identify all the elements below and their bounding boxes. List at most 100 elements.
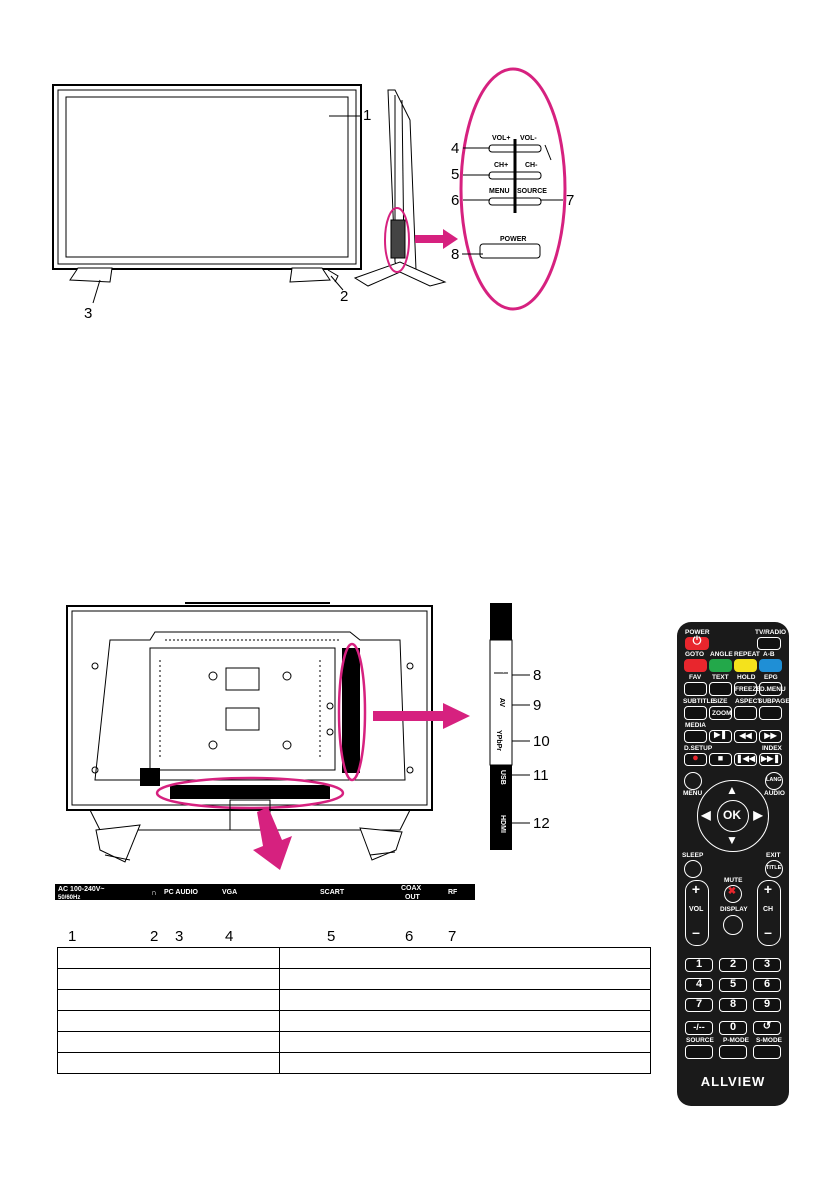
record-icon: ●	[692, 752, 699, 764]
tv-radio-label: TV/RADIO	[755, 629, 787, 636]
hold-button[interactable]	[734, 682, 757, 696]
sleep-button[interactable]	[684, 860, 702, 878]
coax-out-label: OUT	[405, 894, 420, 901]
aspect-button[interactable]	[734, 706, 757, 720]
table-cell	[279, 1010, 651, 1032]
play-pause-button[interactable]	[709, 730, 732, 743]
digit-0-button[interactable]	[719, 1021, 747, 1035]
digit-3-button[interactable]	[753, 958, 781, 972]
table-cell	[57, 947, 280, 969]
subtitle-button[interactable]	[684, 706, 707, 720]
digit-7-button[interactable]	[685, 998, 713, 1012]
fav-button[interactable]	[684, 682, 707, 696]
size-label: SIZE	[713, 698, 728, 705]
digit-2-button[interactable]	[719, 958, 747, 972]
lang-button[interactable]	[765, 772, 783, 790]
side-callout-10: 10	[533, 733, 550, 750]
table-row	[57, 1052, 651, 1074]
ch-rocker[interactable]	[757, 880, 781, 946]
freeze-label: FREEZE	[735, 686, 761, 693]
stop-button[interactable]	[709, 753, 732, 766]
power-button[interactable]	[685, 637, 709, 650]
port-description-table	[57, 947, 651, 1074]
table-cell	[57, 1031, 280, 1053]
menu-label: MENU	[683, 790, 703, 797]
arrow-right-icon[interactable]: ▶	[753, 808, 763, 822]
front-callout-7: 7	[566, 192, 575, 209]
vol-plus-label: VOL+	[492, 135, 511, 142]
title-label: TITLE	[766, 865, 782, 871]
bottom-callout-5: 5	[327, 928, 336, 945]
vol-rocker[interactable]	[685, 880, 709, 946]
tv-radio-button[interactable]	[757, 637, 781, 650]
ypbpr-port-label: YPbPr	[495, 729, 503, 752]
text-button[interactable]	[709, 682, 732, 696]
epg-button[interactable]	[759, 682, 782, 696]
media-label: MEDIA	[685, 722, 706, 729]
exit-button[interactable]	[765, 860, 783, 878]
media-button[interactable]	[684, 730, 707, 743]
blue-button[interactable]	[759, 659, 782, 672]
digit-2-label: 2	[729, 958, 737, 970]
arrow-left-icon[interactable]: ◀	[701, 808, 711, 822]
goto-label: GOTO	[685, 651, 705, 658]
bottom-callout-1: 1	[68, 928, 77, 945]
next-button[interactable]	[759, 753, 782, 766]
digit-5-label: 5	[729, 978, 737, 990]
red-button[interactable]	[684, 659, 707, 672]
table-cell	[57, 968, 280, 990]
arrow-up-icon[interactable]: ▲	[726, 783, 738, 797]
bottom-callout-7: 7	[448, 928, 457, 945]
digit-8-button[interactable]	[719, 998, 747, 1012]
digit-1-button[interactable]	[685, 958, 713, 972]
yellow-button[interactable]	[734, 659, 757, 672]
sleep-label: SLEEP	[682, 852, 704, 859]
ok-button[interactable]	[717, 800, 749, 832]
display-button[interactable]	[723, 915, 743, 935]
green-button[interactable]	[709, 659, 732, 672]
text-label: TEXT	[712, 674, 729, 681]
ci-port-label: CI+	[499, 662, 506, 674]
digit-9-button[interactable]	[753, 998, 781, 1012]
p-mode-button[interactable]	[719, 1045, 747, 1059]
fast-forward-button[interactable]	[759, 730, 782, 743]
front-callout-3: 3	[84, 305, 93, 322]
vol-minus-label: VOL-	[520, 135, 537, 142]
previous-button[interactable]	[734, 753, 757, 766]
aspect-label: ASPECT	[735, 698, 762, 705]
menu-button[interactable]	[684, 772, 702, 790]
digit-1-label: 1	[695, 958, 703, 970]
digit-5-button[interactable]	[719, 978, 747, 992]
subpage-label: SUBPAGE	[758, 698, 790, 705]
record-button[interactable]	[684, 753, 707, 766]
source-button[interactable]	[685, 1045, 713, 1059]
dash-label: -/--	[693, 1022, 705, 1032]
stop-icon: ■	[717, 753, 724, 763]
recall-button[interactable]	[753, 1021, 781, 1035]
p-mode-label: P-MODE	[723, 1037, 749, 1044]
dash-button[interactable]	[685, 1021, 713, 1035]
digit-4-button[interactable]	[685, 978, 713, 992]
table-cell	[57, 1052, 280, 1074]
power-label: POWER	[685, 629, 710, 636]
av-port-label: AV	[498, 697, 506, 708]
display-label: DISPLAY	[720, 906, 748, 913]
s-mode-button[interactable]	[753, 1045, 781, 1059]
ch-plus-icon: +	[763, 881, 773, 897]
ch-label: CH	[763, 906, 774, 913]
subpage-button[interactable]	[759, 706, 782, 720]
digit-6-button[interactable]	[753, 978, 781, 992]
size-button[interactable]	[709, 706, 732, 720]
front-callout-6: 6	[451, 192, 460, 209]
next-icon: ▶▶❚	[760, 754, 780, 763]
bottom-callout-6: 6	[405, 928, 414, 945]
digit-9-label: 9	[763, 998, 771, 1010]
rewind-button[interactable]	[734, 730, 757, 743]
nav-ring	[697, 780, 769, 852]
mute-button[interactable]	[724, 885, 742, 903]
front-callout-2: 2	[340, 288, 349, 305]
side-callout-9: 9	[533, 697, 542, 714]
front-callout-1: 1	[363, 107, 372, 124]
arrow-down-icon[interactable]: ▼	[726, 833, 738, 847]
audio-label: AUDIO	[764, 790, 785, 797]
